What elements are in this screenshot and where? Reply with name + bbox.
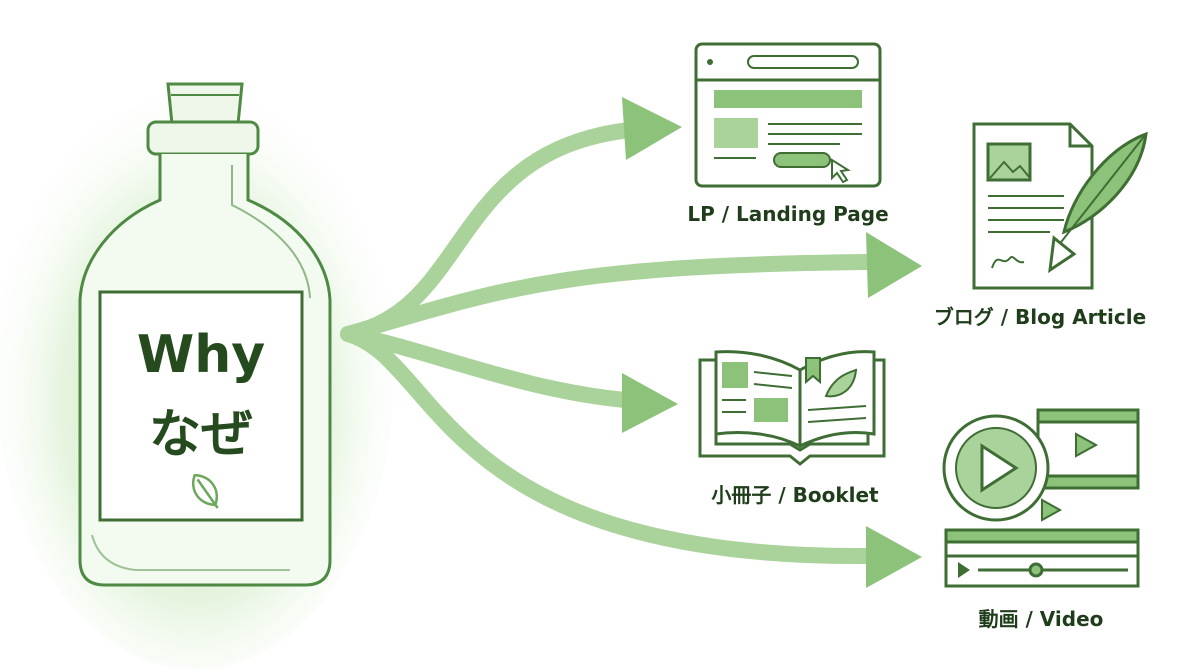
caption-booklet: 小冊子 / Booklet bbox=[711, 483, 879, 507]
bottle bbox=[78, 82, 332, 587]
arrow-to-lp bbox=[340, 97, 682, 342]
arrow-to-booklet bbox=[340, 326, 678, 433]
arrow-to-video bbox=[340, 326, 922, 588]
caption-video: 動画 / Video bbox=[978, 607, 1104, 631]
film-play-icon bbox=[942, 408, 1140, 588]
caption-blog-article: ブログ / Blog Article bbox=[933, 305, 1147, 329]
bottle-label-en: Why bbox=[136, 325, 266, 385]
caption-landing-page: LP / Landing Page bbox=[687, 202, 889, 226]
arrow-to-blog bbox=[340, 232, 922, 342]
document-quill-icon bbox=[972, 122, 1148, 290]
leaf-icon bbox=[192, 474, 219, 509]
bottle-label-ja: なぜ bbox=[148, 405, 254, 465]
browser-window-icon bbox=[694, 42, 882, 188]
open-book-icon bbox=[698, 350, 886, 466]
